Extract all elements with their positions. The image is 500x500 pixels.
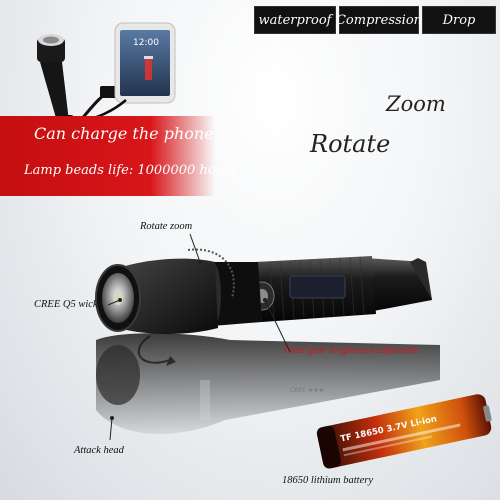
banner-life-text: Lamp beads life: 1000000 hours <box>24 163 237 178</box>
feature-banner <box>0 116 215 196</box>
tab-drop: Drop <box>422 6 496 34</box>
label-cree-wick: CREE Q5 wick <box>34 299 98 310</box>
small-flashlight <box>37 34 118 151</box>
label-third-gear: Third gear brightness adjustable <box>282 345 420 356</box>
tab-compression: Compression <box>336 6 422 34</box>
label-rotate-zoom: Rotate zoom <box>140 221 193 232</box>
phone-image: 12:00 <box>114 22 176 104</box>
banner-charge-text: Can charge the phone <box>34 124 214 143</box>
battery-image: TF 18650 3.7V Li-ion <box>316 394 492 469</box>
svg-text:CREE ★★★: CREE ★★★ <box>290 387 324 394</box>
label-attack-head: Attack head <box>74 445 124 456</box>
main-flashlight <box>95 248 432 366</box>
zoom-heading: Zoom <box>386 92 446 116</box>
rotate-heading: Rotate <box>310 130 391 158</box>
label-battery: 18650 lithium battery <box>282 475 373 486</box>
tab-waterproof: waterproof <box>254 6 336 34</box>
flashlight-reflection: CREE ★★★ <box>96 333 440 434</box>
phone-time: 12:00 <box>133 38 159 48</box>
